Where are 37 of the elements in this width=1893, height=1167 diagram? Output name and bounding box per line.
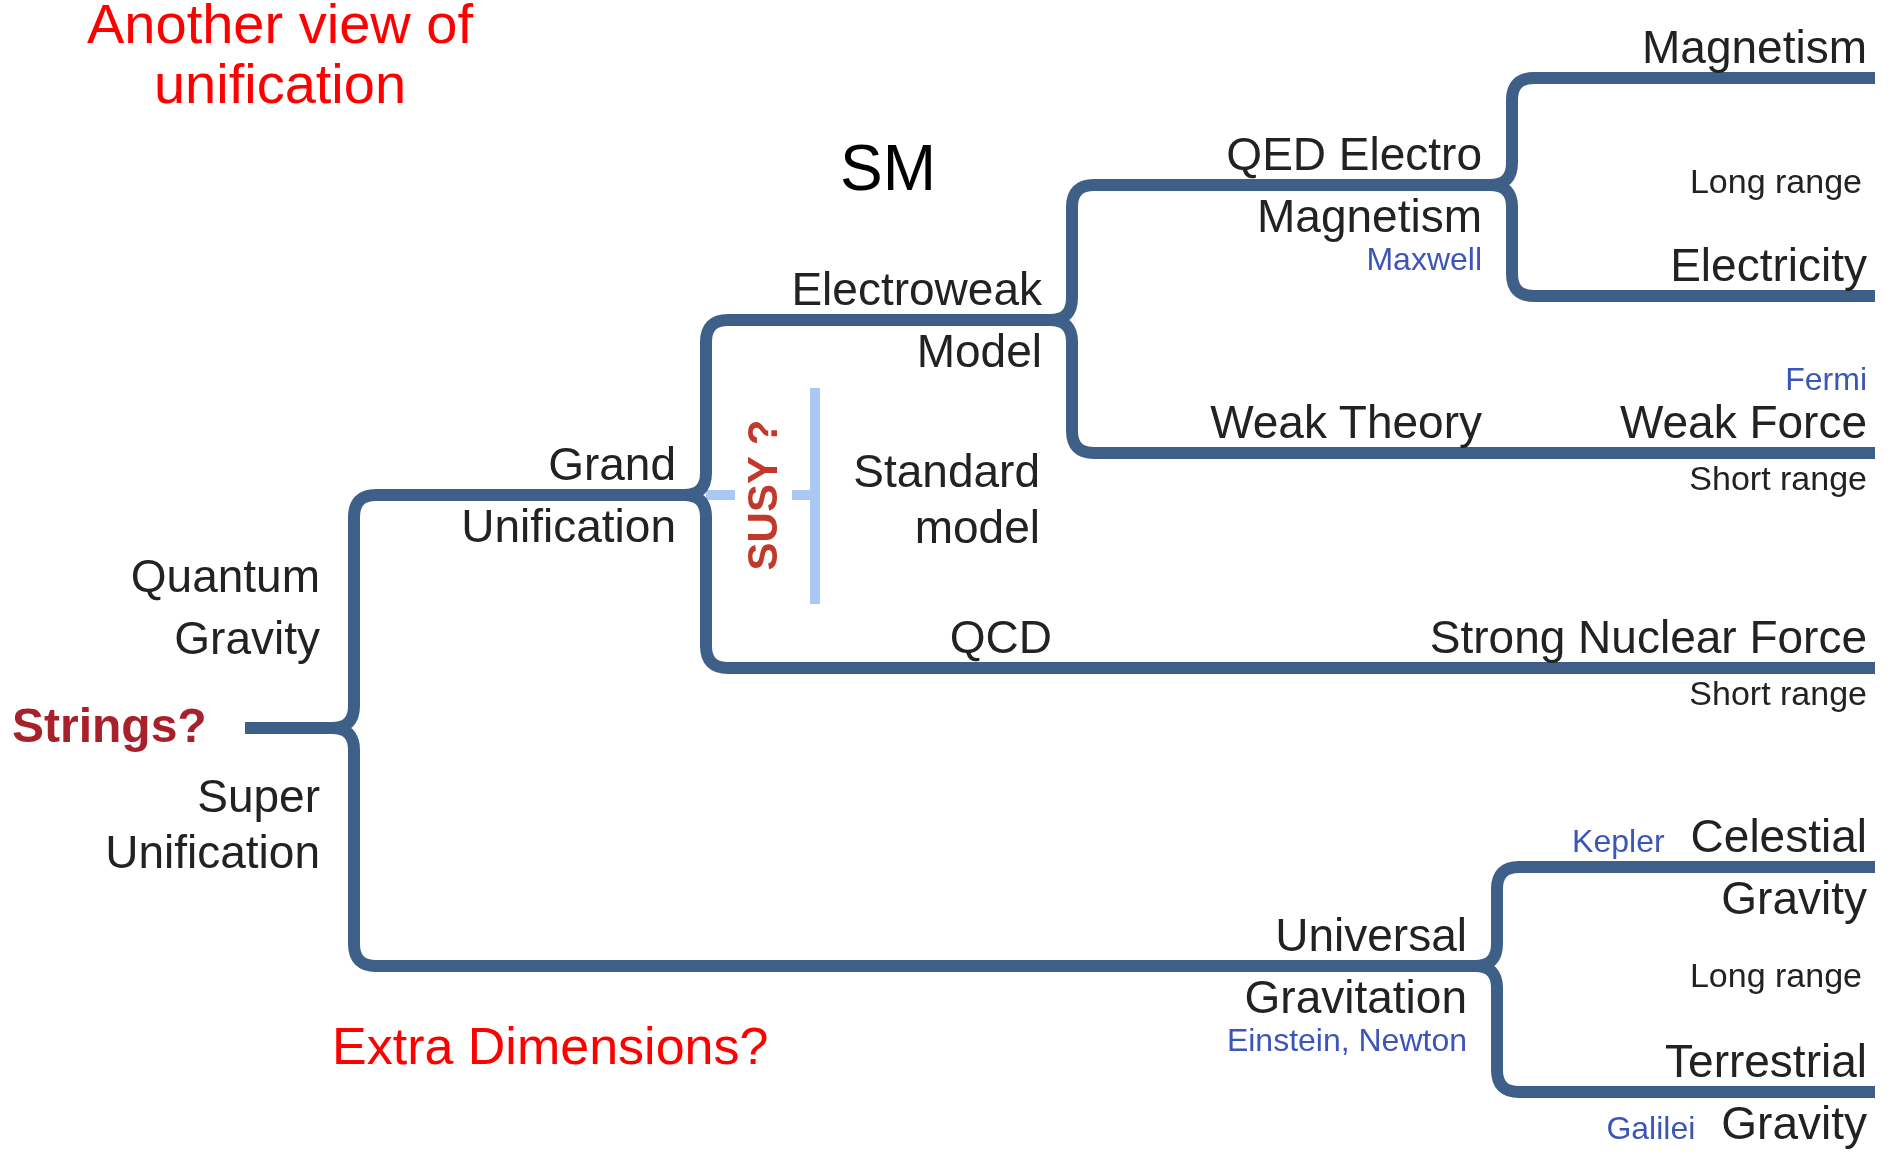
branch-label: Unification	[460, 501, 676, 551]
branch-label: Super Unification	[104, 769, 320, 880]
branch-label: Gravity	[1721, 1098, 1867, 1148]
branch-label: QED Electro	[1225, 129, 1482, 179]
branch-label: Electroweak	[790, 264, 1042, 314]
branch-label: Strong Nuclear Force	[1428, 612, 1867, 662]
branch-label: Model	[915, 326, 1042, 376]
branch-label: Magnetism	[1256, 191, 1482, 241]
physicist-name: Einstein, Newton	[1225, 1022, 1467, 1058]
annotation: Extra Dimensions?	[332, 1016, 769, 1076]
branch-label: Gravity	[1720, 873, 1867, 923]
range-note: Short range	[1688, 674, 1867, 712]
branch-label: Weak Theory	[1209, 397, 1482, 447]
section-heading: SM	[840, 132, 936, 204]
branch-label: Weak Force	[1618, 397, 1867, 447]
branch-label: Standard model	[852, 444, 1040, 555]
branch-label: Grand	[547, 439, 676, 489]
branch-label: Electricity	[1669, 240, 1867, 290]
branch-label: Terrestrial	[1664, 1036, 1867, 1086]
range-note: Short range	[1688, 459, 1867, 497]
physicist-name: Galilei	[1606, 1110, 1696, 1146]
branch-label: Quantum Gravity	[129, 549, 320, 666]
range-note: Long range	[1689, 956, 1862, 994]
physicist-name: Maxwell	[1366, 241, 1482, 277]
branch-label: QCD	[948, 612, 1052, 662]
branch-connector	[1060, 662, 1080, 674]
title: Another view of unification	[86, 0, 474, 114]
physicist-name: Kepler	[1572, 823, 1665, 859]
branch-label: Universal	[1274, 910, 1467, 960]
susy-label: SUSY ?	[741, 419, 785, 571]
root-label: Strings?	[12, 696, 245, 756]
branch-connector	[1490, 447, 1510, 459]
branch-label: Gravitation	[1243, 972, 1467, 1022]
branch-label: Celestial	[1690, 811, 1867, 861]
branch-label: Magnetism	[1641, 22, 1867, 72]
range-note: Long range	[1689, 162, 1862, 200]
physicist-name: Fermi	[1784, 361, 1867, 397]
